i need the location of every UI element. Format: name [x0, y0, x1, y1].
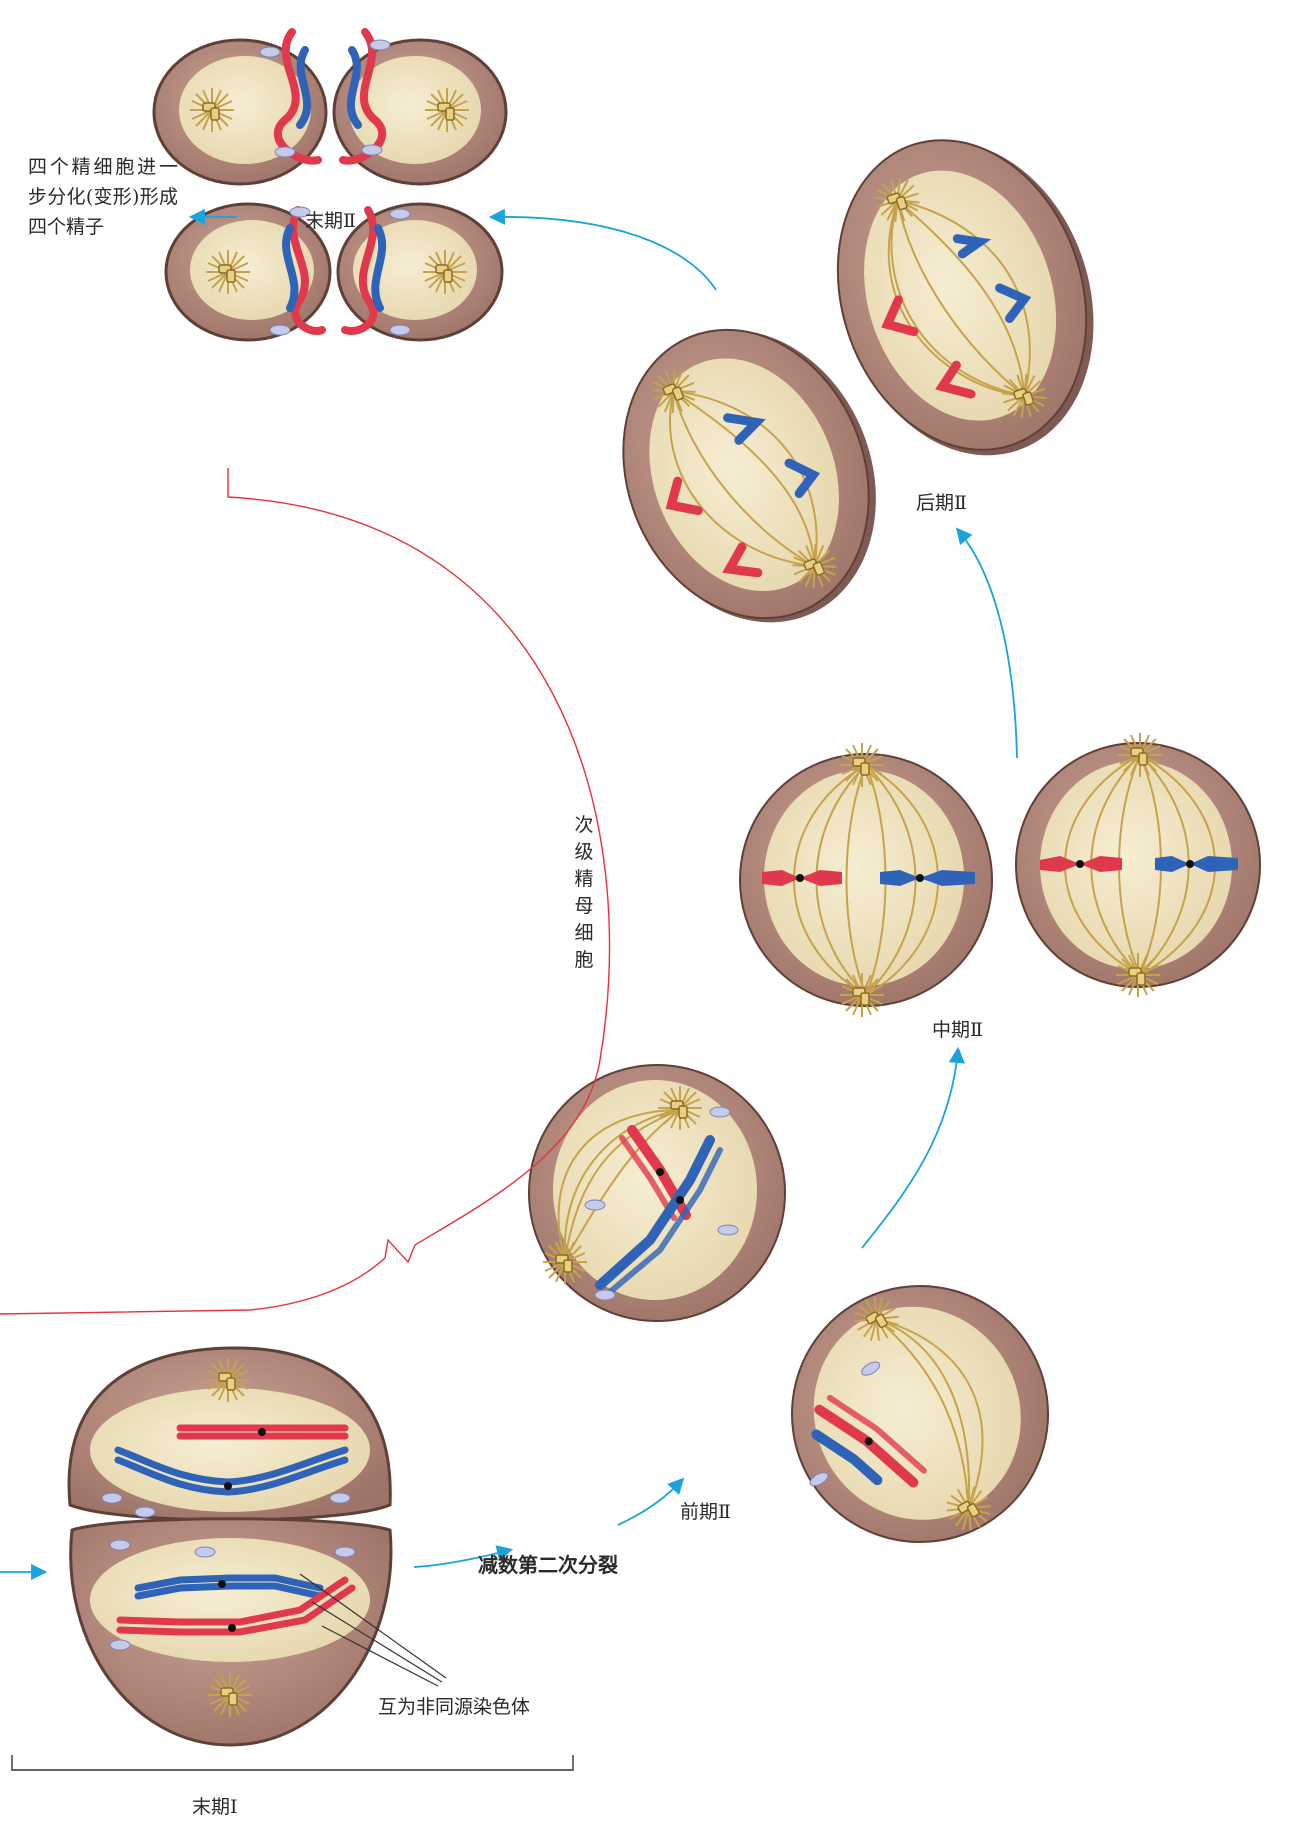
- telophase2-cell-upper: [154, 32, 506, 184]
- secondary-spermatocyte-bracket: [0, 468, 609, 1314]
- secondary-spermatocyte-label: 次级精母细胞: [572, 812, 596, 974]
- telophase1-cell-upper: [69, 1348, 390, 1520]
- arrow-anaphase-to-telophase2: [492, 217, 716, 290]
- prophase2-label: 前期Ⅱ: [680, 1497, 731, 1524]
- arrow-meiosis2-to-prophase2: [618, 1480, 682, 1525]
- metaphase2-label: 中期Ⅱ: [932, 1015, 983, 1042]
- telophase2-label: 末期Ⅱ: [305, 206, 356, 233]
- spermatid-differentiation-note: 四个精细胞进一步分化(变形)形成四个精子: [28, 152, 178, 242]
- metaphase2-cell-left: [740, 743, 992, 1017]
- arrow-metaphase-to-anaphase: [958, 530, 1017, 758]
- telophase1-label: 末期Ⅰ: [192, 1792, 238, 1819]
- anaphase2-label: 后期Ⅱ: [916, 488, 967, 515]
- telophase1-bracket: [12, 1755, 573, 1770]
- telophase1-cell-lower: [71, 1519, 391, 1745]
- nonhomologous-label: 互为非同源染色体: [378, 1692, 530, 1719]
- meiosis2-label: 减数第二次分裂: [478, 1549, 618, 1578]
- metaphase2-cell-right: [1016, 733, 1260, 997]
- arrow-prophase-to-metaphase: [862, 1050, 958, 1248]
- prophase2-cell-upper: [529, 1065, 785, 1321]
- prophase2-cell-lower: [743, 1239, 1094, 1590]
